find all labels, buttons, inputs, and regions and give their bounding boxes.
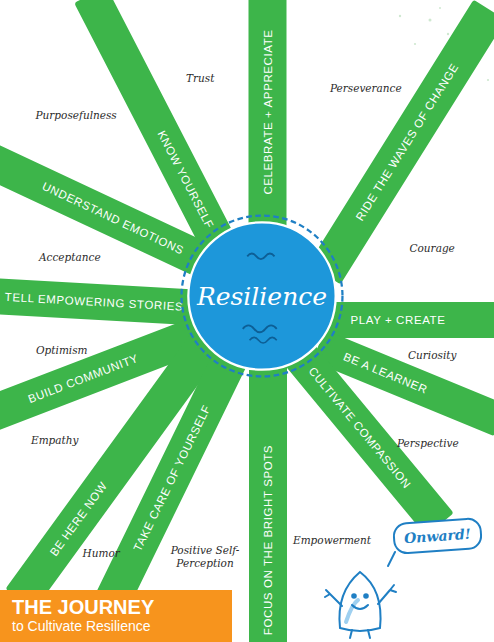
value-word: Positive Self-Perception xyxy=(163,544,247,570)
banner-subtitle: to Cultivate Resilience xyxy=(12,618,222,635)
value-word: Empathy xyxy=(31,434,79,447)
node-text: BE HERE NOW xyxy=(47,480,109,559)
green-band: CELEBRATE + APPRECIATE xyxy=(248,0,286,235)
node-text: FOCUS ON THE BRIGHT SPOTS xyxy=(262,445,274,635)
green-band: PLAY + CREATE xyxy=(310,302,494,338)
green-band: RIDE THE WAVES OF CHANGE xyxy=(308,0,494,284)
value-word: Optimism xyxy=(36,344,88,357)
node-text: CELEBRATE + APPRECIATE xyxy=(261,29,273,194)
value-word: Trust xyxy=(186,72,214,85)
value-word: Perseverance xyxy=(330,82,402,95)
value-word: Acceptance xyxy=(39,251,101,264)
node-text: KNOW YOURSELF xyxy=(155,129,215,231)
value-word: Perspective xyxy=(397,437,459,450)
green-band: FOCUS ON THE BRIGHT SPOTS xyxy=(249,350,287,642)
node-text: Resilience xyxy=(197,282,327,311)
title-banner: THE JOURNEYto Cultivate Resilience xyxy=(0,590,232,642)
value-word: Curiosity xyxy=(408,349,456,362)
node-text: PLAY + CREATE xyxy=(350,314,445,326)
banner-heading: THE JOURNEY xyxy=(12,596,222,618)
speech-bubble: Onward! xyxy=(392,517,483,555)
value-word: Courage xyxy=(410,242,455,255)
node-text: TELL EMPOWERING STORIES xyxy=(4,291,183,313)
node-text: UNDERSTAND EMOTIONS xyxy=(40,180,185,257)
value-word: Humor xyxy=(83,547,120,560)
value-word: Purposefulness xyxy=(36,109,117,122)
hub-circle: Resilience xyxy=(177,211,347,381)
node-text: Onward! xyxy=(404,526,472,547)
value-word: Empowerment xyxy=(293,534,371,547)
green-band: TELL EMPOWERING STORIES xyxy=(0,278,207,326)
mascot xyxy=(325,552,396,638)
node-text: BUILD COMMUNITY xyxy=(26,352,140,405)
